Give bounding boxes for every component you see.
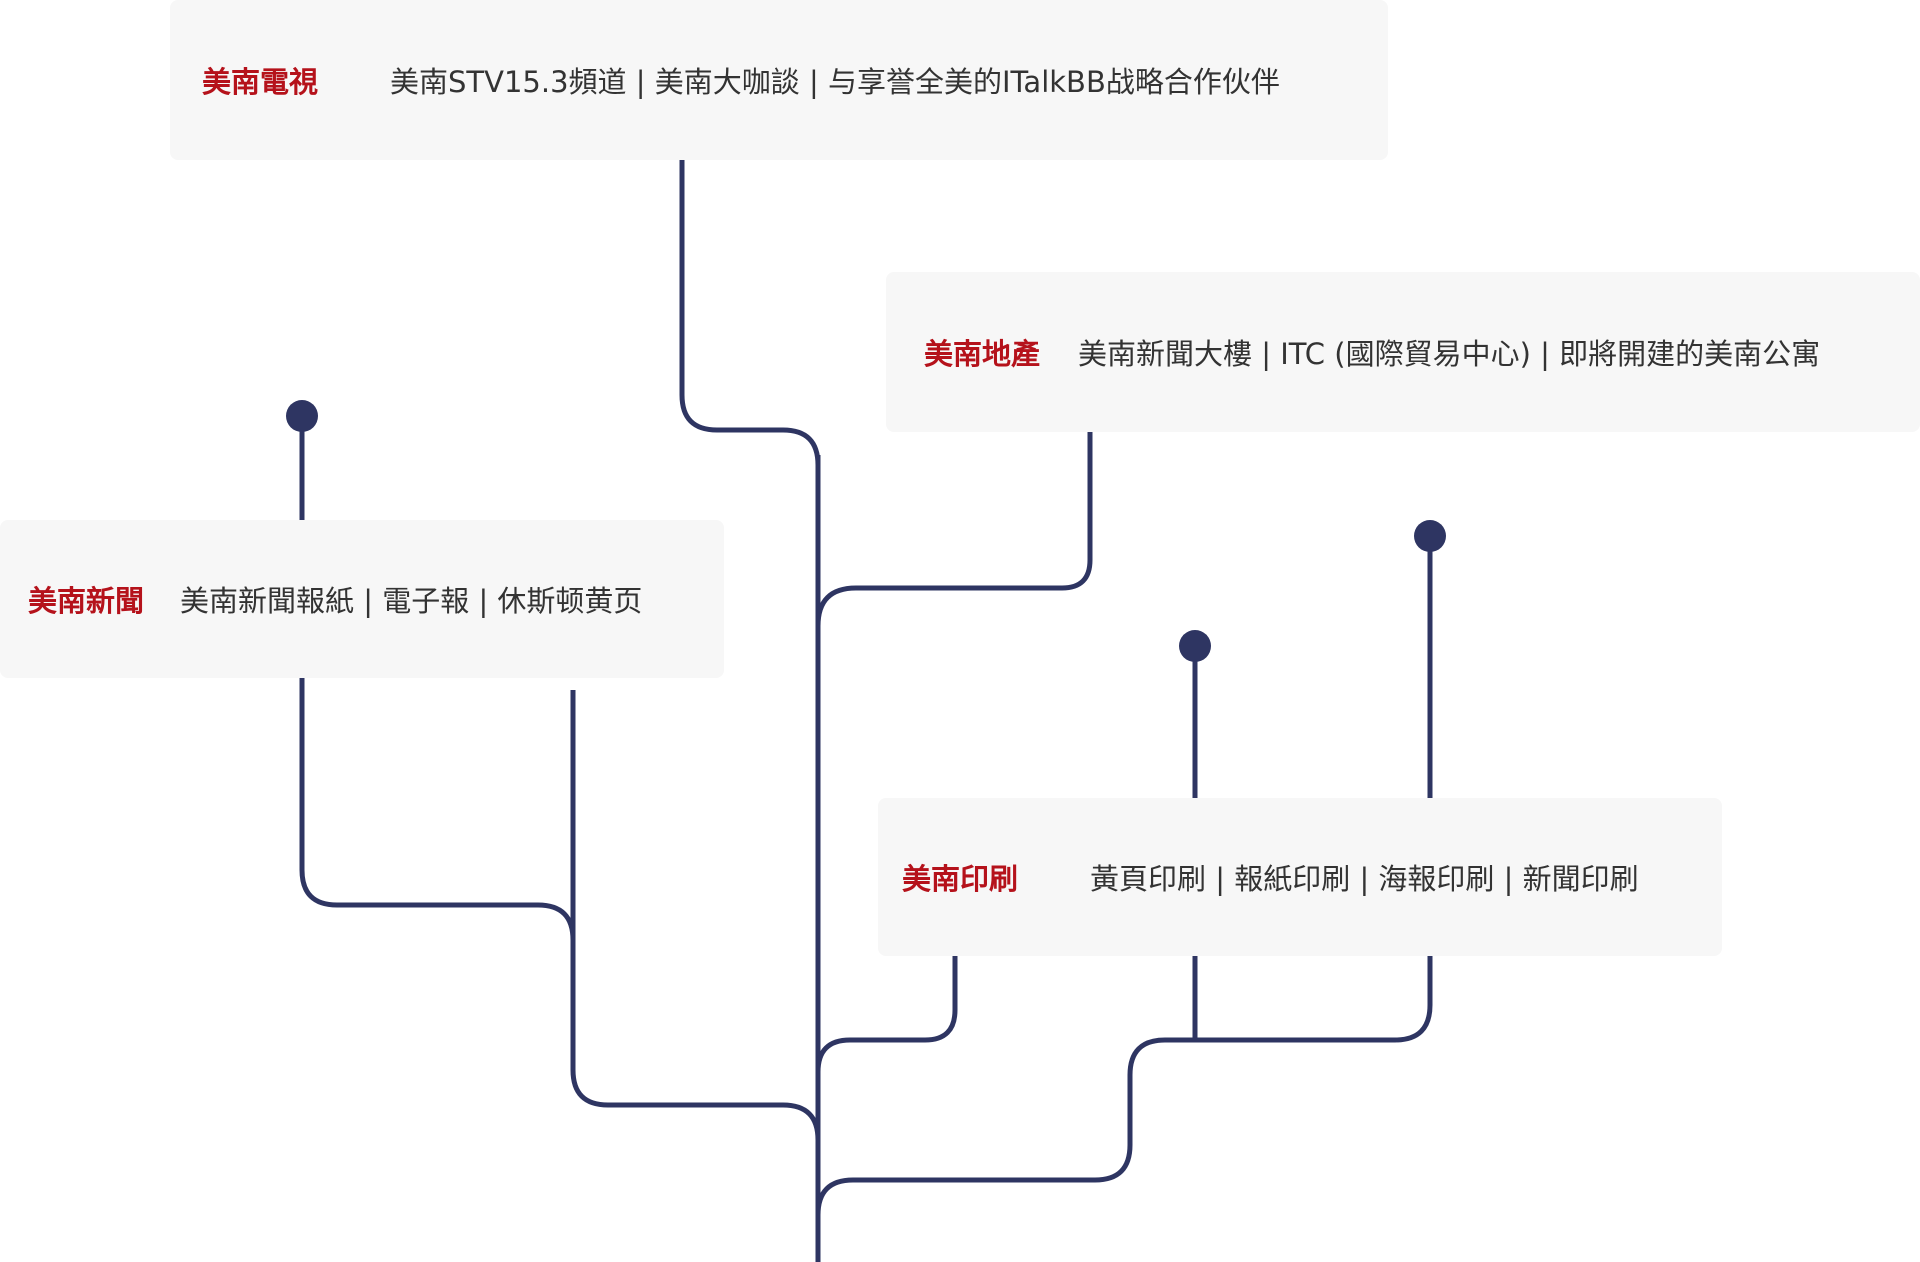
card-printing-description: 黃頁印刷 | 報紙印刷 | 海報印刷 | 新聞印刷 — [1090, 862, 1639, 896]
card-realestate: 美南地產 美南新聞大樓 | ITC (國際貿易中心) | 即將開建的美南公寓 — [886, 272, 1920, 432]
branch-realestate — [815, 432, 1093, 672]
node-dot-printing-2 — [1414, 520, 1446, 552]
card-realestate-description: 美南新聞大樓 | ITC (國際貿易中心) | 即將開建的美南公寓 — [1078, 337, 1821, 371]
card-tv-description: 美南STV15.3頻道 | 美南大咖談 | 与享誉全美的ITalkBB战略合作伙… — [390, 65, 1280, 99]
card-tv: 美南電視 美南STV15.3頻道 | 美南大咖談 | 与享誉全美的ITalkBB… — [170, 0, 1388, 160]
node-dot-printing-1 — [1179, 630, 1211, 662]
branch-printing-far-right — [815, 956, 1433, 1262]
card-news: 美南新聞 美南新聞報紙 | 電子報 | 休斯顿黄页 — [0, 520, 724, 678]
card-tv-title: 美南電視 — [202, 65, 319, 99]
branch-news-left — [299, 678, 821, 1262]
branch-tv — [679, 0, 821, 672]
card-printing-title: 美南印刷 — [902, 862, 1019, 896]
card-news-description: 美南新聞報紙 | 電子報 | 休斯顿黄页 — [180, 584, 643, 618]
card-realestate-title: 美南地產 — [924, 337, 1041, 371]
node-dot-news — [286, 400, 318, 432]
branch-printing — [815, 956, 958, 1262]
card-printing: 美南印刷 黃頁印刷 | 報紙印刷 | 海報印刷 | 新聞印刷 — [878, 798, 1722, 956]
card-news-title: 美南新聞 — [28, 584, 145, 618]
